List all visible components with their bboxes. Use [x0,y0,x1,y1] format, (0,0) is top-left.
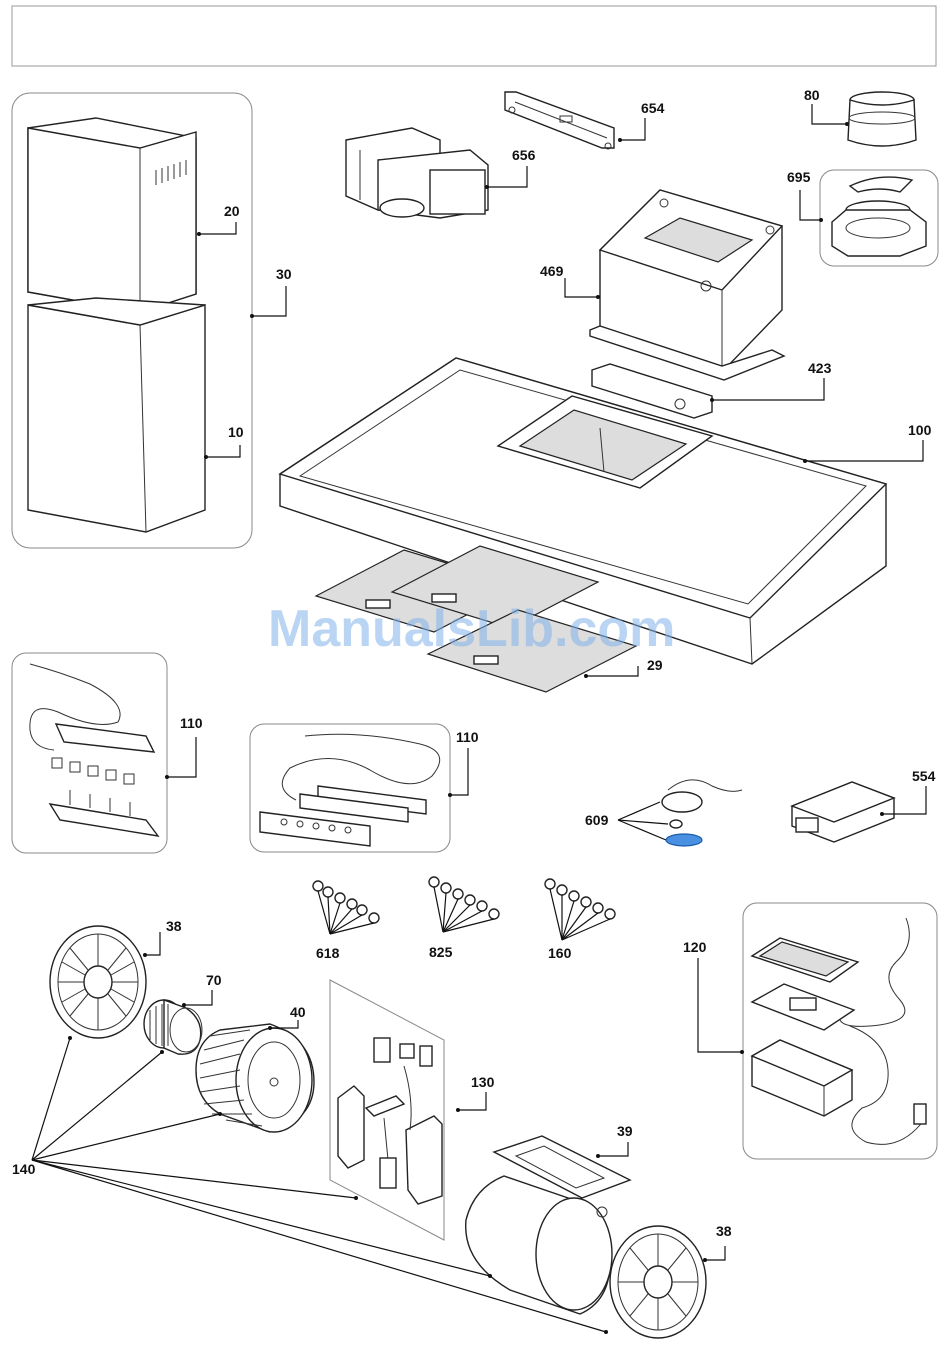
label-100: 100 [908,422,932,438]
label-39: 39 [617,1123,633,1139]
label-160: 160 [548,945,572,961]
label-38-right: 38 [716,1223,732,1239]
label-40: 40 [290,1004,306,1020]
lamp-glass-highlight [666,834,702,846]
upper-chimney-part[interactable] [28,118,196,312]
electronics-group-box [743,903,937,1159]
mounting-bracket-part[interactable] [505,92,614,149]
blower-housing-part[interactable] [466,1136,630,1314]
motor-cover-right-part[interactable] [610,1226,706,1338]
control-panel-left-part[interactable] [30,664,158,836]
label-10: 10 [228,424,244,440]
label-469: 469 [540,263,564,279]
capacitor-assembly-part[interactable] [338,1038,442,1204]
label-656: 656 [512,147,536,163]
label-695: 695 [787,169,811,185]
label-80: 80 [804,87,820,103]
lower-chimney-part[interactable] [28,298,205,532]
watermark: ManualsLib.com [268,600,675,658]
label-30: 30 [276,266,292,282]
knob-set-618-part[interactable] [313,881,379,934]
ring-adapter-part[interactable] [848,92,916,146]
label-70: 70 [206,972,222,988]
transformer-part[interactable] [792,782,894,842]
label-130: 130 [471,1074,495,1090]
label-618: 618 [316,945,340,961]
halogen-lamp-part[interactable] [662,780,742,846]
label-38-left: 38 [166,918,182,934]
label-120: 120 [683,939,707,955]
electronic-board-part[interactable] [752,918,926,1144]
duct-connector-part[interactable] [346,128,488,218]
backdraft-valve-part[interactable] [832,177,926,256]
label-609: 609 [585,812,609,828]
motor-part[interactable] [144,1000,202,1054]
label-140: 140 [12,1161,36,1177]
header-frame [12,6,936,66]
motor-housing-part[interactable] [590,190,784,380]
motor-cover-left-part[interactable] [50,926,146,1038]
label-110-center: 110 [456,729,479,745]
label-825: 825 [429,944,453,960]
label-110-left: 110 [180,715,203,731]
knob-set-825-part[interactable] [429,877,499,932]
knob-set-160-part[interactable] [545,879,615,940]
label-654: 654 [641,100,665,116]
label-20: 20 [224,203,240,219]
label-554: 554 [912,768,936,784]
control-panel-center-part[interactable] [260,734,440,846]
label-423: 423 [808,360,832,376]
label-29: 29 [647,657,663,673]
